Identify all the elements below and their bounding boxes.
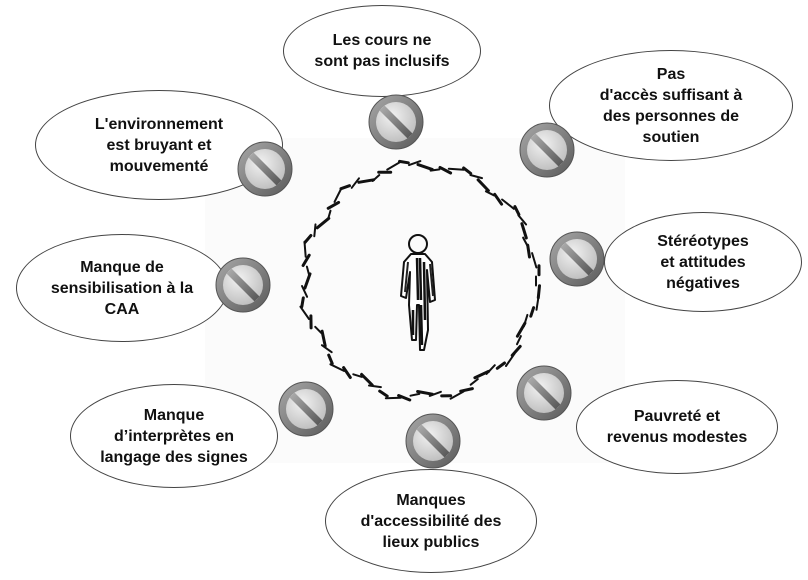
sketch-stroke <box>493 192 504 206</box>
sketch-stroke <box>303 234 313 244</box>
sketch-stroke <box>473 369 491 380</box>
sketch-stroke <box>305 265 311 277</box>
sketch-stroke <box>342 366 352 379</box>
sketch-stroke <box>517 214 528 226</box>
sketch-stroke <box>409 392 421 397</box>
sketch-stroke <box>299 305 310 320</box>
sketch-stroke <box>438 165 453 175</box>
sketch-stroke <box>327 209 332 221</box>
sketch-stroke <box>449 390 465 400</box>
barrier-bubble-pauvrete: Pauvreté et revenus modestes <box>576 380 778 474</box>
sketch-stroke <box>462 166 473 175</box>
sketch-stroke <box>505 352 516 367</box>
sketch-stroke <box>416 163 434 171</box>
barrier-bubble-sensibilisation: Manque de sensibilisation à la CAA <box>16 234 228 342</box>
sketch-stroke <box>333 187 343 203</box>
sketch-stroke <box>357 178 376 184</box>
barrier-label: L'environnement est bruyant et mouvement… <box>94 115 224 175</box>
barrier-label: Manques d'accessibilité des lieux public… <box>360 491 502 551</box>
sketch-stroke <box>513 205 521 217</box>
sketch-stroke <box>313 223 317 238</box>
prohibited-icon <box>367 93 425 151</box>
barrier-label: Pauvreté et revenus modestes <box>606 408 748 446</box>
sketch-stroke <box>326 200 341 210</box>
sketch-stroke <box>495 361 506 370</box>
person-figure-icon <box>400 234 436 351</box>
sketch-stroke <box>327 353 334 365</box>
barrier-bubble-interpretes: Manque d’interprètes en langage des sign… <box>70 384 278 488</box>
sketch-stroke <box>303 240 307 258</box>
sketch-circle <box>299 159 541 402</box>
sketch-stroke <box>329 363 345 372</box>
prohibited-icon <box>214 256 272 314</box>
barrier-label: Stéréotypes et attitudes négatives <box>657 232 749 292</box>
sketch-stroke <box>529 306 536 318</box>
sketch-stroke <box>339 184 351 191</box>
barrier-label: Pas d'accès suffisant à des personnes de… <box>599 65 743 146</box>
sketch-stroke <box>398 159 410 165</box>
sketch-stroke <box>526 243 531 259</box>
sketch-stroke <box>301 253 311 267</box>
sketch-stroke <box>515 321 527 338</box>
sketch-stroke <box>360 372 374 387</box>
sketch-stroke <box>535 293 540 311</box>
sketch-stroke <box>314 325 323 335</box>
sketch-stroke <box>397 394 412 402</box>
sketch-stroke <box>320 344 333 354</box>
sketch-stroke <box>429 168 441 172</box>
sketch-stroke <box>301 285 309 298</box>
sketch-stroke <box>516 335 522 346</box>
sketch-stroke <box>371 174 381 182</box>
prohibited-icon <box>236 140 294 198</box>
sketch-stroke <box>459 387 474 393</box>
prohibited-icon <box>518 121 576 179</box>
prohibited-icon <box>515 364 573 422</box>
sketch-stroke <box>476 178 490 193</box>
barrier-label: Manque de sensibilisation à la CAA <box>50 258 194 318</box>
barrier-bubble-stereotypes: Stéréotypes et attitudes négatives <box>604 212 802 312</box>
barrier-label: Les cours ne sont pas inclusifs <box>314 32 450 70</box>
sketch-stroke <box>378 389 389 398</box>
sketch-stroke <box>469 378 479 386</box>
prohibited-icon <box>548 230 606 288</box>
sketch-stroke <box>300 296 305 309</box>
sketch-stroke <box>469 174 483 180</box>
sketch-stroke <box>447 167 465 171</box>
sketch-stroke <box>416 390 434 396</box>
sketch-stroke <box>408 160 422 167</box>
sketch-stroke <box>320 329 327 348</box>
sketch-stroke <box>520 222 528 240</box>
sketch-stroke <box>386 161 402 171</box>
barrier-label: Manque d’interprètes en langage des sign… <box>100 406 248 466</box>
sketch-stroke <box>368 384 382 389</box>
prohibited-icon <box>404 412 462 470</box>
sketch-stroke <box>501 198 515 210</box>
sketch-stroke <box>484 190 495 197</box>
sketch-stroke <box>384 396 402 400</box>
prohibited-icon <box>277 380 335 438</box>
sketch-stroke <box>350 177 360 189</box>
sketch-stroke <box>315 216 331 230</box>
barrier-bubble-acces: Pas d'accès suffisant à des personnes de… <box>549 50 793 161</box>
barrier-bubble-cours: Les cours ne sont pas inclusifs <box>283 5 481 97</box>
sketch-stroke <box>352 373 363 378</box>
sketch-stroke <box>531 252 538 269</box>
barrier-bubble-accessibilite: Manques d'accessibilité des lieux public… <box>325 469 537 573</box>
